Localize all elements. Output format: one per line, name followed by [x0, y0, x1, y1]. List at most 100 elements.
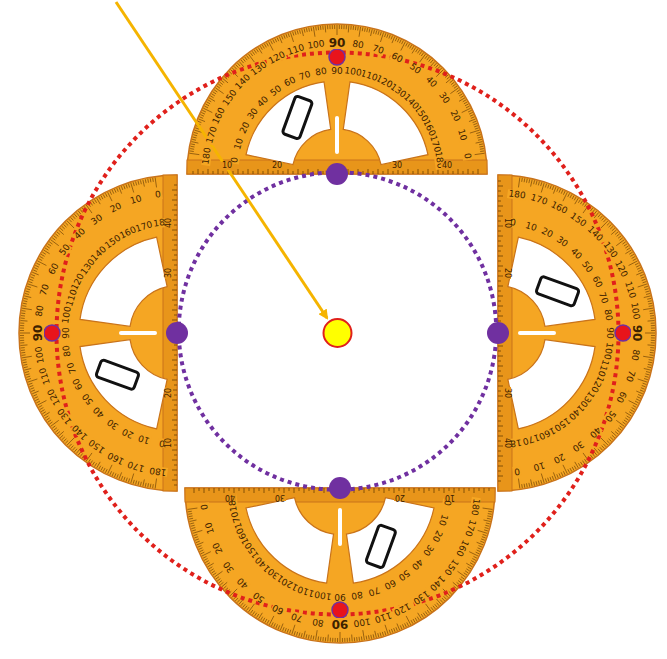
degree-tick [615, 232, 618, 235]
degree-tick [475, 128, 479, 129]
degree-tick [25, 372, 29, 373]
degree-tick [580, 462, 582, 465]
ruler-tick [498, 411, 501, 412]
degree-tick [20, 333, 30, 334]
ruler-tick [374, 488, 375, 493]
degree-tick [237, 600, 240, 603]
outer-scale-number: 90 [631, 324, 643, 343]
degree-tick [469, 112, 473, 114]
ruler-tick [498, 356, 503, 357]
degree-tick [237, 63, 240, 66]
ruler-tick [423, 171, 424, 174]
outer-scale-number: 0 [153, 190, 162, 200]
degree-tick [478, 548, 482, 550]
degree-tick [30, 388, 34, 389]
degree-tick [126, 184, 127, 188]
degree-tick [574, 466, 576, 469]
degree-tick [191, 146, 195, 148]
protractor [187, 24, 487, 174]
ruler-tick [498, 391, 501, 392]
degree-tick [633, 405, 637, 407]
ruler-tick [209, 488, 210, 491]
ruler-tick [229, 488, 230, 491]
degree-tick [649, 359, 653, 361]
center-slot [119, 331, 157, 335]
degree-tick [205, 104, 209, 106]
ruler-tick [498, 451, 501, 452]
degree-tick [263, 618, 265, 621]
degree-tick [23, 300, 27, 302]
inner-scale-number: 90 [62, 326, 71, 339]
ruler-tick [498, 181, 501, 182]
ruler-tick [172, 210, 177, 211]
degree-tick [27, 379, 31, 380]
degree-tick [286, 34, 287, 38]
degree-tick [649, 354, 653, 356]
degree-tick [316, 630, 318, 640]
degree-tick [30, 279, 34, 280]
degree-tick [261, 617, 263, 620]
degree-tick [297, 632, 298, 636]
degree-tick [344, 638, 345, 642]
degree-tick [648, 300, 652, 302]
degree-tick [648, 362, 652, 364]
degree-tick [359, 27, 361, 37]
degree-tick [201, 112, 205, 114]
ruler-tick [498, 316, 503, 317]
degree-tick [191, 525, 195, 527]
ruler-tick [498, 381, 501, 382]
degree-tick [465, 104, 469, 106]
degree-tick [54, 236, 57, 238]
protractor-window [246, 82, 331, 165]
degree-tick [450, 88, 458, 94]
ruler-tick [498, 481, 501, 482]
ruler-tick [174, 245, 177, 246]
degree-tick [645, 289, 649, 290]
degree-tick [201, 552, 205, 554]
protractor [185, 488, 495, 643]
degree-tick [223, 586, 226, 589]
degree-tick [458, 92, 461, 94]
degree-tick [340, 632, 341, 642]
degree-tick [487, 518, 491, 520]
degree-tick [278, 625, 280, 629]
degree-tick [474, 126, 478, 127]
ruler-tick [323, 171, 324, 174]
degree-tick [22, 359, 26, 361]
degree-tick [415, 618, 417, 621]
degree-tick [57, 232, 60, 235]
degree-tick [308, 635, 310, 639]
degree-tick [477, 550, 481, 552]
degree-tick [64, 439, 67, 442]
degree-tick [476, 142, 483, 144]
degree-tick [229, 71, 232, 74]
degree-tick [366, 28, 368, 32]
outer-scale-number: 100 [351, 616, 371, 628]
degree-tick [454, 86, 457, 88]
degree-tick [332, 25, 333, 29]
degree-tick [638, 270, 642, 272]
protractor [19, 175, 177, 491]
degree-tick [285, 628, 286, 632]
degree-tick [283, 627, 284, 631]
degree-tick [282, 36, 283, 40]
degree-tick [385, 33, 386, 37]
degree-tick [26, 291, 30, 292]
degree-tick [629, 400, 638, 405]
degree-tick [643, 282, 647, 283]
degree-tick [470, 130, 480, 133]
degree-tick [24, 298, 28, 300]
degree-tick [200, 550, 204, 552]
ruler-tick [498, 431, 501, 432]
degree-tick [535, 181, 537, 185]
degree-tick [648, 303, 652, 305]
degree-tick [269, 616, 274, 625]
ruler-tick [172, 470, 177, 471]
degree-tick [541, 480, 542, 484]
ruler-number: 30 [391, 162, 403, 170]
degree-tick [636, 391, 642, 394]
degree-tick [466, 106, 470, 108]
degree-tick [26, 376, 30, 377]
ruler-tick [489, 488, 490, 491]
ruler-tick [498, 221, 501, 222]
